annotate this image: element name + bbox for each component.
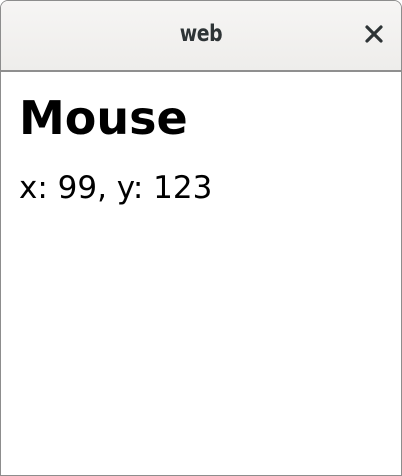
window-title: web (179, 21, 223, 47)
page-content: Mouse x: 99, y: 123 (1, 72, 401, 206)
page-title: Mouse (19, 91, 188, 145)
close-button[interactable] (359, 19, 389, 49)
title-bar[interactable]: web (1, 1, 401, 72)
close-icon (365, 25, 383, 43)
mouse-coordinates-readout: x: 99, y: 123 (19, 170, 213, 206)
